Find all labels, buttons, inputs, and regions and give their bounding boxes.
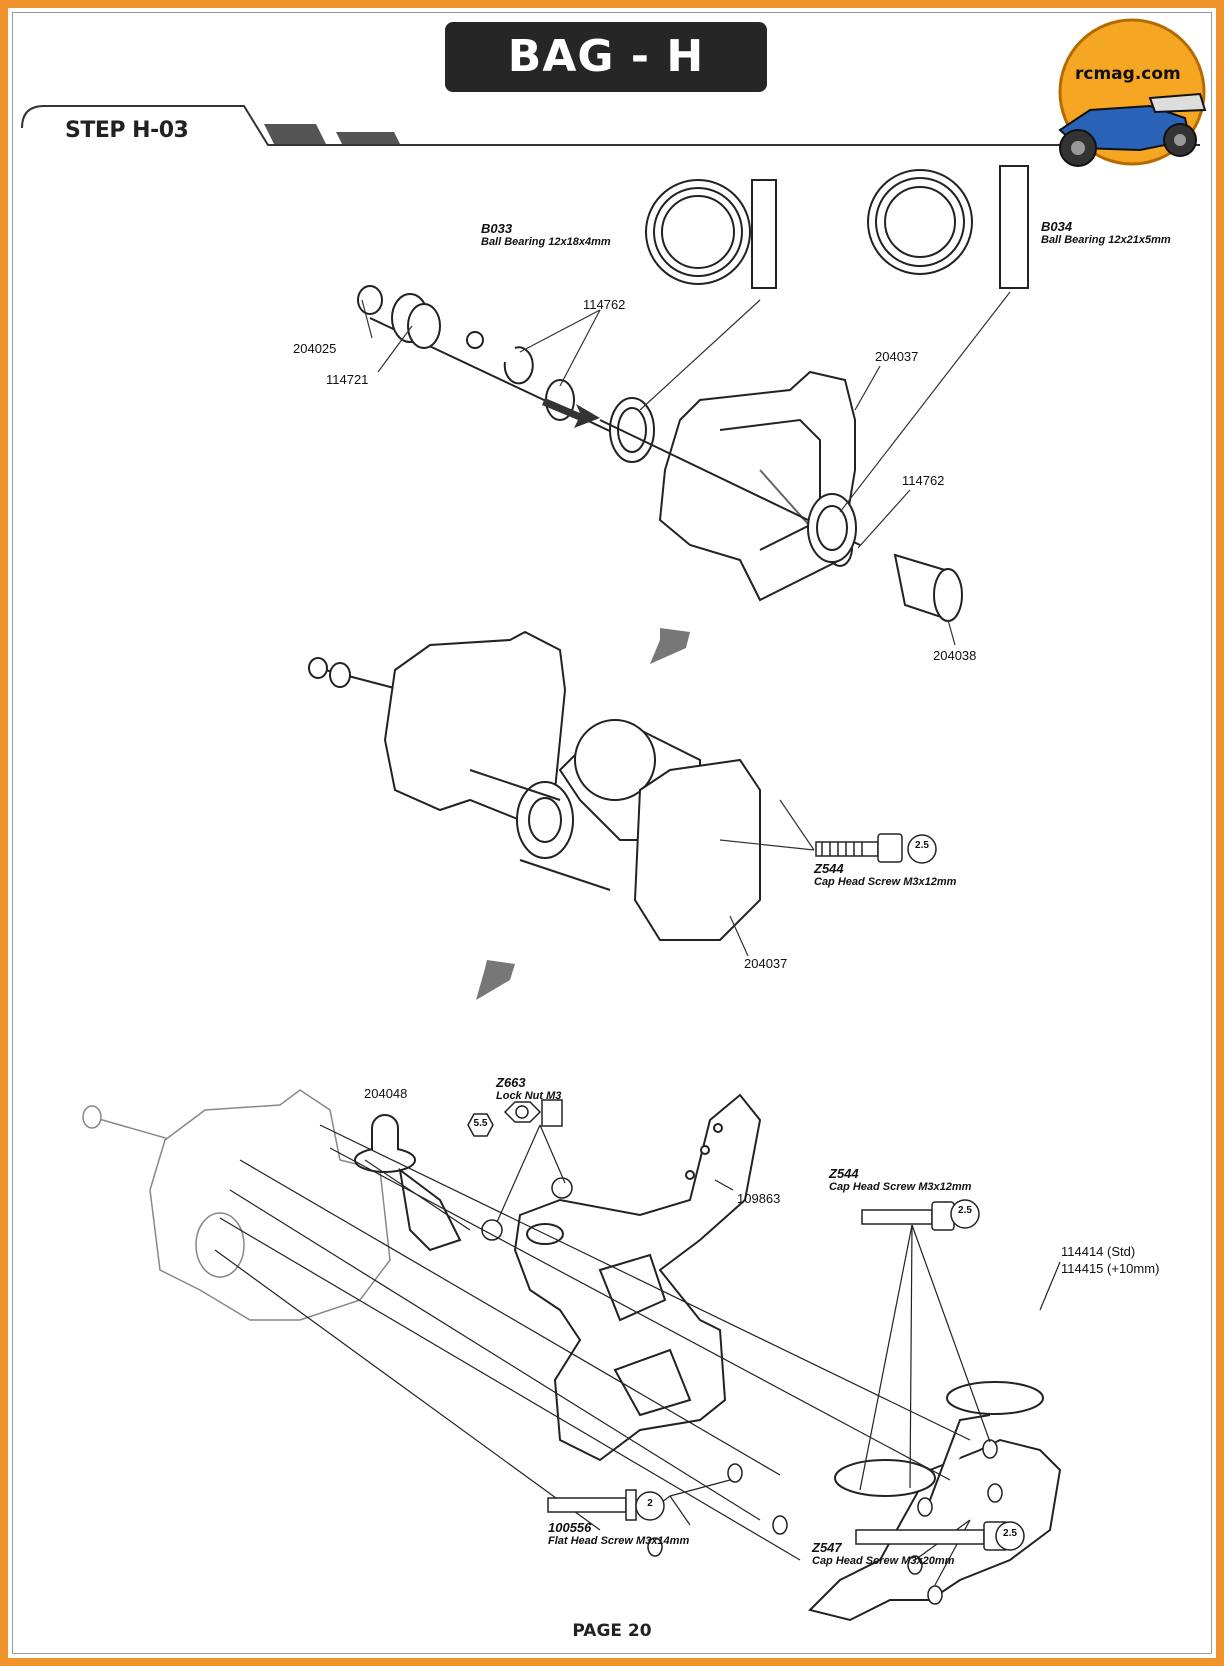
page-number: PAGE 20 xyxy=(572,1621,652,1641)
part-number-204048: 204048 xyxy=(364,1086,408,1101)
hex-size-25-a: 2.5 xyxy=(915,840,929,851)
step-title: STEP H-03 xyxy=(65,118,189,143)
part-desc-z663: Lock Nut M3 xyxy=(496,1090,562,1102)
leader-lines-panel1 xyxy=(361,291,1011,646)
gearbox-assembly-icon xyxy=(308,630,761,941)
step-arrow-icon xyxy=(650,628,690,664)
part-desc-b034: Ball Bearing 12x21x5mm xyxy=(1041,234,1171,246)
part-code-z547: Z547 xyxy=(812,1540,842,1555)
assembly-lines-panel3 xyxy=(214,1124,1061,1586)
part-number-114415: 114415 (+10mm) xyxy=(1061,1261,1160,1276)
part-code-b033: B033 xyxy=(481,221,513,236)
bearing-right-icon xyxy=(807,493,857,563)
long-screws-icon xyxy=(647,1439,1003,1605)
header-stripes xyxy=(264,124,400,144)
part-code-z544-b: Z544 xyxy=(829,1166,859,1181)
part-desc-z547: Cap Head Screw M3x20mm xyxy=(812,1555,955,1567)
part-code-z663: Z663 xyxy=(496,1075,526,1090)
part-number-204038: 204038 xyxy=(933,648,977,663)
leader-lines-panel2 xyxy=(719,799,815,957)
cap-screw-z544-b-icon xyxy=(861,1201,955,1231)
shock-tower-109863-icon xyxy=(513,1093,762,1462)
part-desc-z544-a: Cap Head Screw M3x12mm xyxy=(814,876,957,888)
part-number-114414: 114414 (Std) xyxy=(1061,1244,1136,1259)
part-code-b034: B034 xyxy=(1041,219,1073,234)
bag-title-tab: BAG - H xyxy=(445,22,767,92)
bearing-left-icon xyxy=(609,397,655,463)
lock-nut-z663-icon xyxy=(467,1099,563,1137)
content-border xyxy=(12,12,1212,1654)
part-desc-100556: Flat Head Screw M3x14mm xyxy=(548,1535,690,1547)
hex-wrench-25-icon-a xyxy=(907,834,937,864)
drive-cup-shaft-icon xyxy=(357,285,651,451)
hex-size-55: 5.5 xyxy=(473,1118,488,1129)
step-arrow-icon xyxy=(476,960,515,1000)
part-number-204037-b: 204037 xyxy=(744,956,788,971)
cap-screw-z544-icon xyxy=(815,833,903,863)
flat-screw-100556-icon xyxy=(547,1489,637,1521)
bearing-b033-icon xyxy=(645,179,777,289)
hex-size-25-c: 2.5 xyxy=(1003,1528,1017,1539)
part-desc-z544-b: Cap Head Screw M3x12mm xyxy=(829,1181,972,1193)
arrow-insert-icon xyxy=(542,398,600,428)
nuts-small-icon xyxy=(481,1177,573,1241)
body-post-204048-icon xyxy=(354,1114,462,1252)
rc-buggy-icon xyxy=(1058,18,1207,167)
part-number-109863: 109863 xyxy=(737,1191,781,1206)
header-rule xyxy=(21,105,1200,146)
part-code-100556: 100556 xyxy=(548,1520,592,1535)
part-number-114762-a: 114762 xyxy=(583,297,626,312)
part-number-204025: 204025 xyxy=(293,341,337,356)
part-number-114762-b: 114762 xyxy=(902,473,945,488)
part-code-z544-a: Z544 xyxy=(814,861,844,876)
hex-size-25-b: 2.5 xyxy=(958,1205,972,1216)
part-number-114721: 114721 xyxy=(326,372,369,387)
logo-text: rcmag.com xyxy=(1075,64,1181,84)
pinion-shaft-icon xyxy=(893,553,963,622)
bearing-b034-icon xyxy=(867,165,1029,289)
gearbox-ghost-icon xyxy=(82,1089,391,1321)
part-number-204037-a: 204037 xyxy=(875,349,919,364)
part-desc-b033: Ball Bearing 12x18x4mm xyxy=(481,236,611,248)
hex-wrench-circles-icon xyxy=(635,1199,1025,1551)
hex-size-2: 2 xyxy=(647,1498,653,1509)
